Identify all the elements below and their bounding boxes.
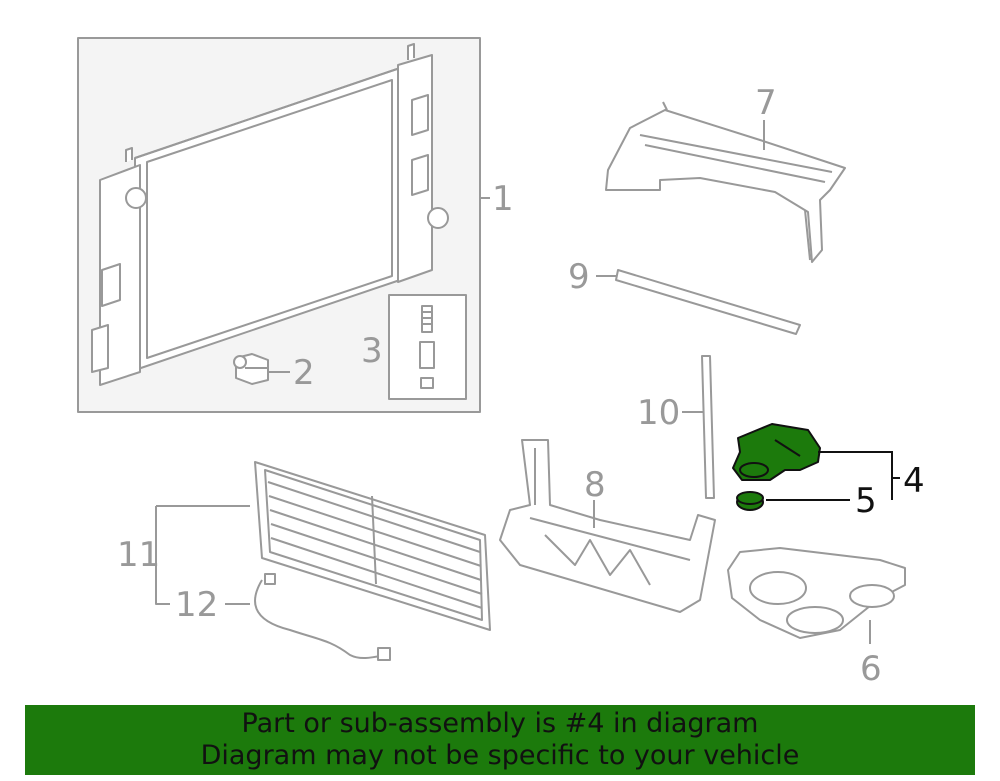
callout-5: 5 xyxy=(855,481,877,521)
callout-11: 11 xyxy=(117,535,160,575)
callout-6: 6 xyxy=(860,649,882,689)
sensor-part-2[interactable] xyxy=(233,353,269,385)
banner-line-2: Diagram may not be specific to your vehi… xyxy=(200,740,800,771)
callout-12: 12 xyxy=(175,585,218,625)
callout-1: 1 xyxy=(492,179,514,219)
callout-3: 3 xyxy=(361,331,383,371)
callout-7: 7 xyxy=(755,83,777,123)
leaders-4-5 xyxy=(766,451,900,501)
callout-4: 4 xyxy=(903,461,925,501)
callout-9: 9 xyxy=(568,257,590,297)
part-3-components[interactable] xyxy=(419,305,435,389)
parts-diagram: 1 2 3 4 5 6 7 8 9 10 11 12 xyxy=(77,37,925,689)
leader-11 xyxy=(155,505,250,605)
radiator-part-1[interactable] xyxy=(91,43,449,386)
callout-2: 2 xyxy=(293,353,315,393)
harness-connector[interactable] xyxy=(264,573,276,585)
grommet-part-5[interactable] xyxy=(736,491,764,511)
bracket-part-4[interactable] xyxy=(732,423,821,481)
seal-strip-part-10[interactable] xyxy=(701,355,715,499)
lower-support-part-8[interactable] xyxy=(499,439,716,613)
gasket-part-6[interactable] xyxy=(727,547,906,639)
seal-strip-part-9[interactable] xyxy=(615,269,801,335)
callout-8: 8 xyxy=(584,465,606,505)
harness-part-12[interactable] xyxy=(254,579,386,659)
shutter-part-11[interactable] xyxy=(254,461,491,631)
harness-end-connector[interactable] xyxy=(377,647,391,661)
callout-10: 10 xyxy=(637,393,680,433)
deflector-part-7[interactable] xyxy=(605,101,846,263)
notice-banner: Part or sub-assembly is #4 in diagram Di… xyxy=(25,705,975,775)
banner-line-1: Part or sub-assembly is #4 in diagram xyxy=(241,708,759,739)
